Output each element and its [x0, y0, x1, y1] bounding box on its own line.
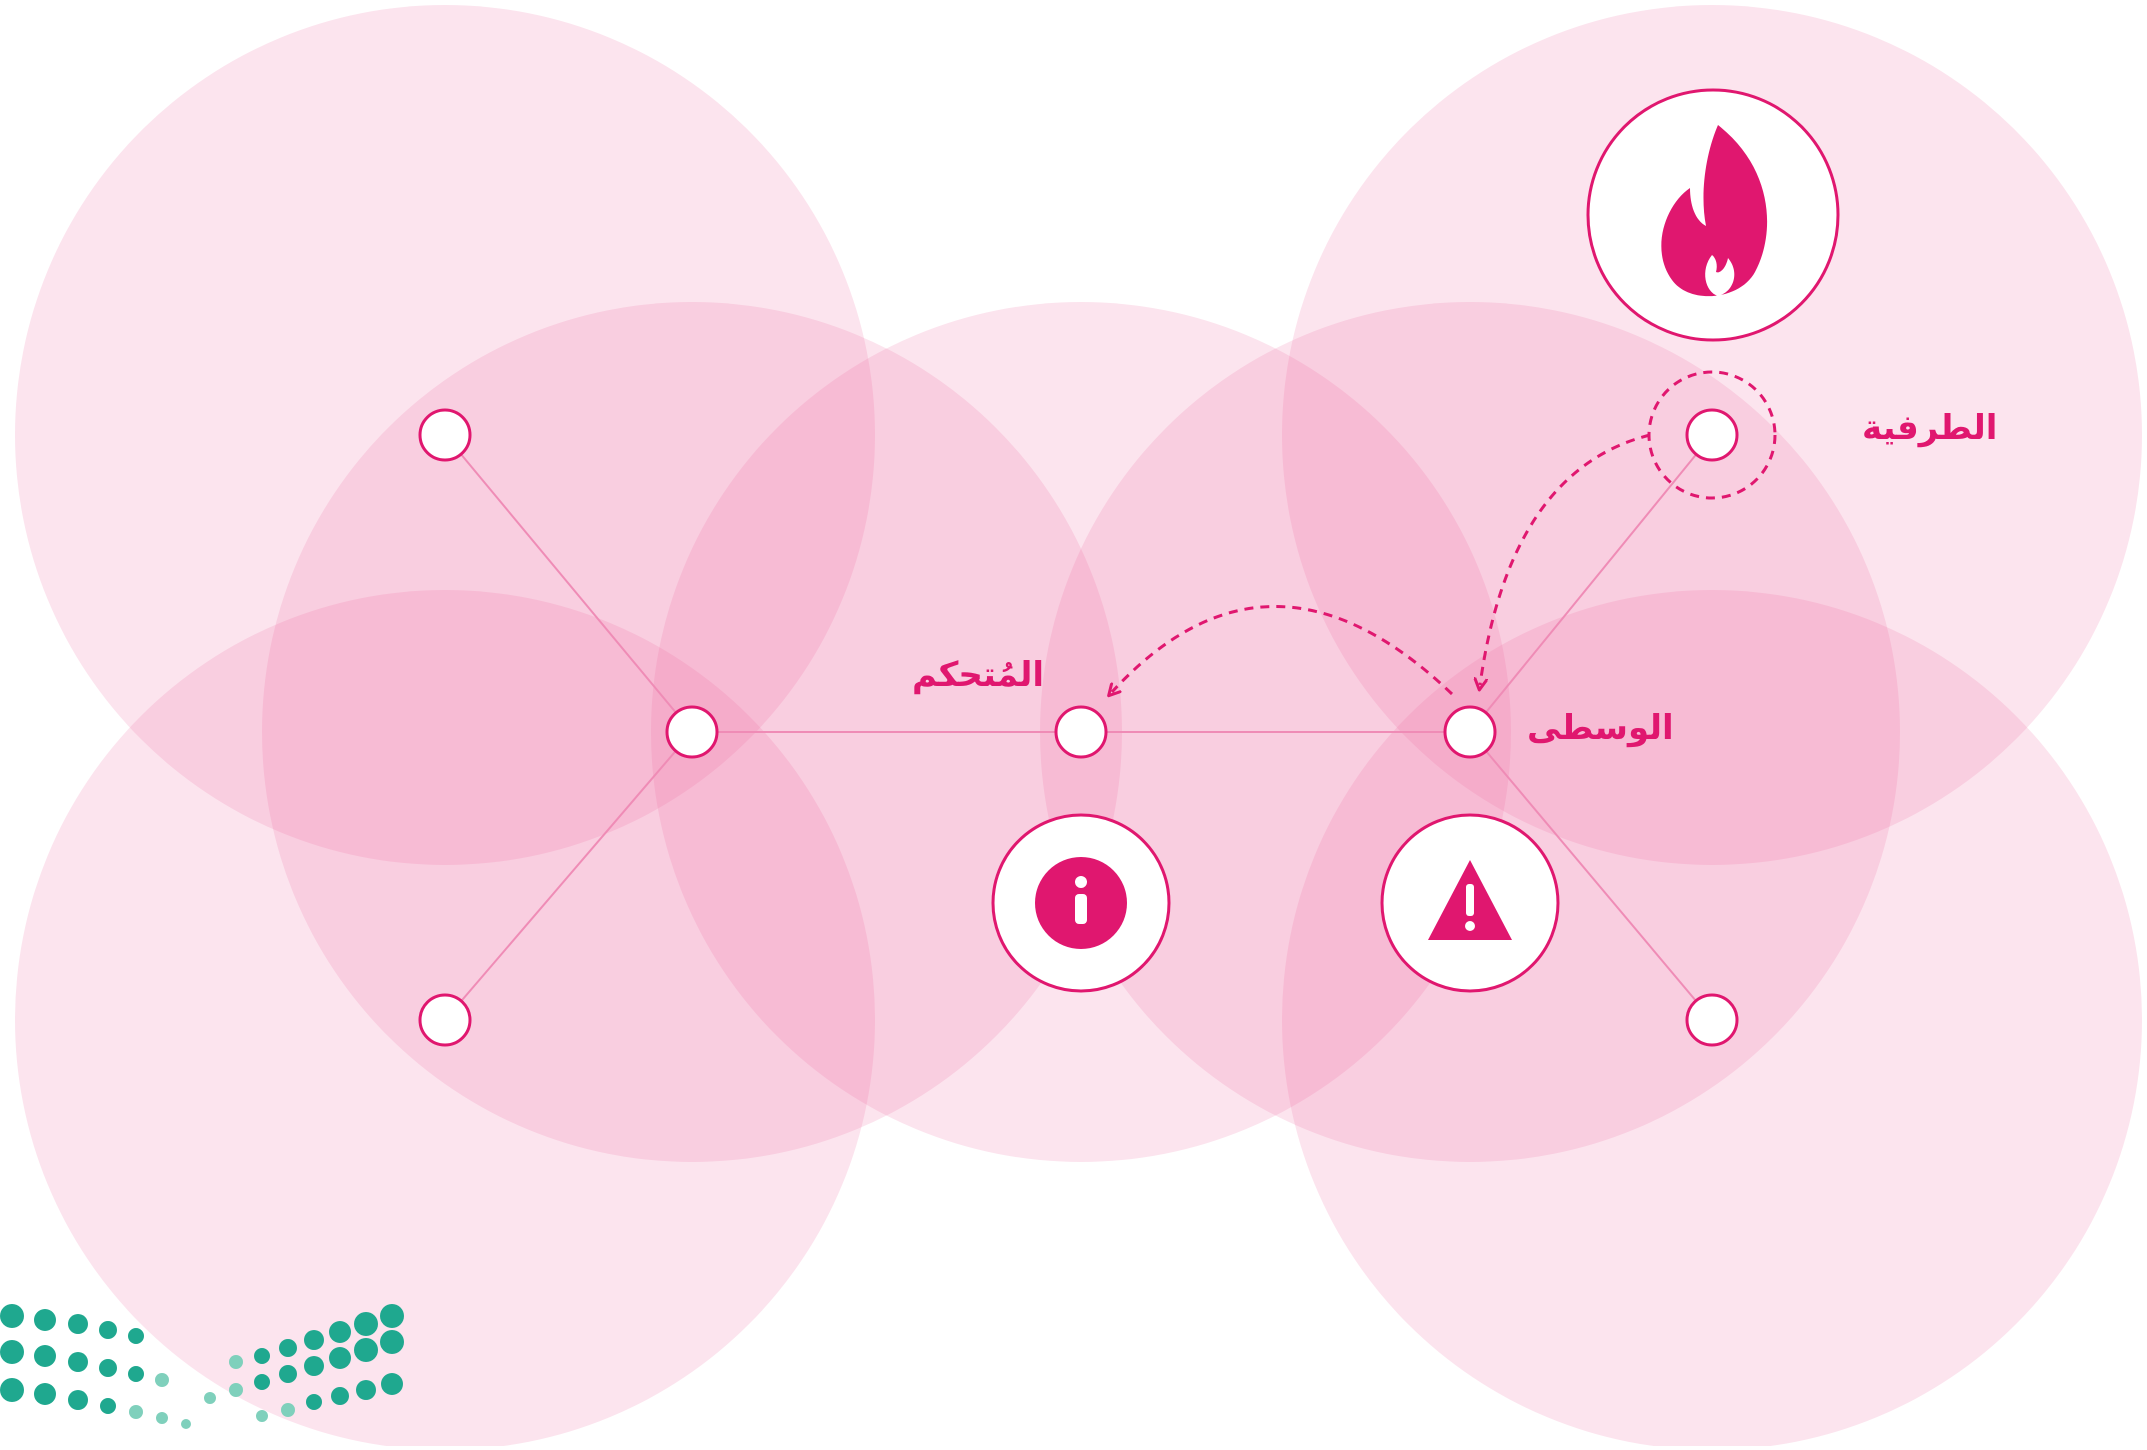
logo-dot	[306, 1394, 322, 1410]
link-left-hub-top-left	[444, 434, 693, 733]
logo-dot	[129, 1405, 143, 1419]
network-links	[444, 434, 1713, 1021]
logo-dot	[0, 1304, 24, 1328]
logo-dot	[204, 1392, 216, 1404]
logo-dot	[34, 1345, 56, 1367]
logo-dot	[155, 1373, 169, 1387]
node-top-left	[418, 408, 472, 462]
logo-dot	[229, 1383, 243, 1397]
info-badge	[991, 813, 1171, 993]
network-nodes	[418, 408, 1739, 1047]
logo-dot	[281, 1403, 295, 1417]
logo-dot	[279, 1339, 297, 1357]
logo-dot	[329, 1347, 351, 1369]
fire-badge	[1586, 88, 1840, 342]
info-icon	[1035, 857, 1127, 949]
logo-dot	[181, 1419, 191, 1429]
warning-badge	[1380, 813, 1560, 993]
logo-dot	[34, 1309, 56, 1331]
node-bottom-right	[1685, 993, 1739, 1047]
logo-dot	[99, 1321, 117, 1339]
logo-dot	[68, 1352, 88, 1372]
logo-dot	[128, 1366, 144, 1382]
logo-dot	[254, 1374, 270, 1390]
logo-dot	[68, 1390, 88, 1410]
label-middle: الوسطى	[1527, 708, 1674, 748]
logo-dot	[356, 1380, 376, 1400]
logo-dot	[304, 1330, 324, 1350]
ministry-logo	[0, 1304, 404, 1429]
logo-dot	[229, 1355, 243, 1369]
logo-dot	[254, 1348, 270, 1364]
logo-dot	[34, 1383, 56, 1405]
link-left-hub-bottom-left	[444, 731, 693, 1021]
logo-dot	[68, 1314, 88, 1334]
arrow-edge-to-middle	[1480, 433, 1651, 685]
label-edge: الطرفية	[1862, 408, 1998, 448]
logo-dot	[100, 1398, 116, 1414]
node-controller	[1054, 705, 1108, 759]
label-controller: المُتحكم	[912, 655, 1045, 695]
logo-dot	[304, 1356, 324, 1376]
logo-dot	[331, 1387, 349, 1405]
logo-dot	[156, 1412, 168, 1424]
logo-dot	[0, 1340, 24, 1364]
warning-icon	[1428, 860, 1512, 940]
link-middle-edge	[1469, 434, 1713, 733]
fire-icon	[1661, 125, 1768, 297]
logo-dot	[99, 1359, 117, 1377]
node-bottom-left	[418, 993, 472, 1047]
node-edge	[1685, 408, 1739, 462]
link-middle-bottom-right	[1469, 731, 1713, 1021]
logo-dot	[354, 1338, 378, 1362]
logo-dot	[381, 1373, 403, 1395]
logo-dot	[279, 1365, 297, 1383]
logo-dot	[380, 1304, 404, 1328]
node-left-hub	[665, 705, 719, 759]
node-middle	[1443, 705, 1497, 759]
logo-dot	[354, 1312, 378, 1336]
logo-dot	[256, 1410, 268, 1422]
logo-dot	[128, 1328, 144, 1344]
logo-dot	[329, 1321, 351, 1343]
logo-dot	[0, 1378, 24, 1402]
logo-dot	[380, 1330, 404, 1354]
